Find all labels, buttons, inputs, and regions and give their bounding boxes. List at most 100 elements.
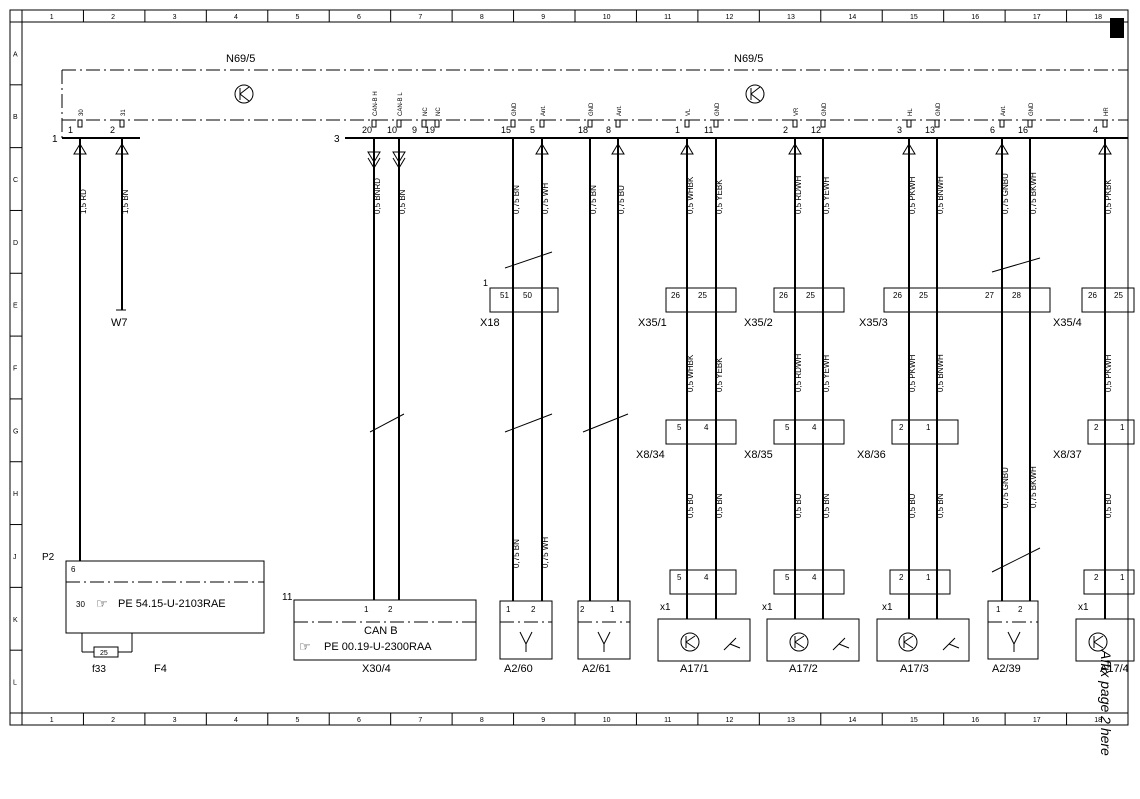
pin-terminal bbox=[587, 119, 593, 128]
column-number: 10 bbox=[603, 717, 611, 724]
a2-61-component bbox=[577, 600, 631, 660]
lower-connector-1-pin-4: 4 bbox=[704, 573, 709, 582]
wire-label: 0,75 WH bbox=[541, 183, 550, 214]
row-letter: C bbox=[13, 177, 18, 184]
pin-terminal bbox=[934, 119, 940, 128]
wire-label: 0,5 BN bbox=[715, 493, 724, 518]
module-label-right: N69/5 bbox=[734, 53, 763, 65]
fuse-value: 25 bbox=[100, 650, 108, 657]
pin-terminal bbox=[906, 119, 912, 128]
column-number: 8 bbox=[480, 717, 484, 724]
column-number: 9 bbox=[541, 717, 545, 724]
wire-label: 1,5 RD bbox=[79, 189, 88, 214]
x18-pin-51: 51 bbox=[500, 291, 509, 300]
wire-label: 0,5 WHBK bbox=[686, 176, 695, 214]
x30-4-ref-num: 11 bbox=[282, 592, 293, 603]
column-number: 6 bbox=[357, 717, 361, 724]
pin-terminal bbox=[999, 119, 1005, 128]
transistor-icon bbox=[745, 84, 765, 104]
pin-function-label: GND bbox=[715, 102, 721, 116]
module-housing bbox=[61, 69, 1128, 139]
row-letter: B bbox=[13, 114, 18, 121]
pin-terminal bbox=[1102, 119, 1108, 128]
x18-ref: 1 bbox=[483, 278, 488, 288]
pin-function-label: HR bbox=[1104, 107, 1110, 116]
lower-connector-1-pin-5: 5 bbox=[677, 573, 682, 582]
signal-arrow bbox=[902, 143, 916, 155]
column-number: 18 bbox=[1094, 717, 1102, 724]
x35-2-pin-26: 26 bbox=[779, 291, 788, 300]
signal-arrow bbox=[995, 143, 1009, 155]
x8-34-label: X8/34 bbox=[636, 449, 665, 461]
pin-function-label: VR bbox=[794, 107, 800, 116]
module-label-left: N69/5 bbox=[226, 53, 255, 65]
row-letter: J bbox=[13, 554, 17, 561]
signal-arrow bbox=[611, 143, 625, 155]
shield-mark bbox=[991, 547, 1041, 573]
pin-function-label: GND bbox=[936, 102, 942, 116]
x30-4-component bbox=[293, 599, 477, 661]
row-letter: K bbox=[13, 617, 18, 624]
shield-mark bbox=[504, 413, 553, 433]
wire-label: 0,75 BN bbox=[589, 185, 598, 214]
x35-3-label: X35/3 bbox=[859, 317, 888, 329]
x18-pin-50: 50 bbox=[523, 291, 532, 300]
pin-function-label: CAN-B L bbox=[398, 92, 404, 116]
column-number: 5 bbox=[296, 14, 300, 21]
wire-label: 0,5 BN bbox=[936, 493, 945, 518]
wire-label: 0,5 YEWH bbox=[822, 177, 831, 214]
pin-terminal bbox=[684, 119, 690, 128]
pin-number: 8 bbox=[606, 125, 611, 135]
column-number: 16 bbox=[971, 717, 979, 724]
pin-number: 3 bbox=[897, 125, 902, 135]
p2-pin-30: 30 bbox=[76, 600, 85, 609]
shield-mark bbox=[369, 413, 405, 433]
x35-4-pin-25: 25 bbox=[1114, 291, 1123, 300]
pin-number: 2 bbox=[110, 125, 115, 135]
a2-39-pin-2: 2 bbox=[1018, 605, 1023, 614]
pin-terminal bbox=[371, 119, 377, 128]
row-letter: F bbox=[13, 366, 17, 373]
x18-label: X18 bbox=[480, 317, 500, 329]
transistor-icon bbox=[234, 84, 254, 104]
affix-note-text: Affix page 2 here bbox=[1098, 650, 1114, 756]
pin-terminal bbox=[510, 119, 516, 128]
pin-terminal bbox=[615, 119, 621, 128]
a17-2-component bbox=[766, 618, 860, 662]
pin-function-label: HL bbox=[908, 108, 914, 116]
x8-37-label: X8/37 bbox=[1053, 449, 1082, 461]
column-number: 14 bbox=[849, 14, 857, 21]
a2-39-label: A2/39 bbox=[992, 663, 1021, 675]
lower-connector-2-pin-4: 4 bbox=[812, 573, 817, 582]
lower-connector-4 bbox=[1083, 569, 1135, 595]
wire-label: 0,5 YEBK bbox=[715, 357, 724, 392]
pin-number: 10 bbox=[387, 125, 397, 135]
column-number: 2 bbox=[111, 717, 115, 724]
wire-label: 0,5 BNWH bbox=[936, 176, 945, 214]
x8-35-label: X8/35 bbox=[744, 449, 773, 461]
row-letter: E bbox=[13, 303, 18, 310]
x8-34-pin-5: 5 bbox=[677, 423, 682, 432]
wires bbox=[73, 138, 1112, 619]
x8-36-connector bbox=[891, 419, 959, 445]
wire-label: 0,5 RDWH bbox=[794, 176, 803, 214]
column-number: 13 bbox=[787, 14, 795, 21]
column-number: 9 bbox=[541, 14, 545, 21]
column-number: 15 bbox=[910, 14, 918, 21]
wire-label: 0,5 BNRD bbox=[373, 178, 382, 214]
a2-60-component bbox=[499, 600, 553, 660]
signal-arrow bbox=[115, 143, 129, 155]
wire-label: 0,5 BU bbox=[908, 493, 917, 518]
x35-3-pin-25: 25 bbox=[919, 291, 928, 300]
x18-connector bbox=[489, 287, 559, 313]
signal-arrow bbox=[1098, 143, 1112, 155]
x8-36-pin-1: 1 bbox=[926, 423, 931, 432]
wire-label: 0,5 YEWH bbox=[822, 355, 831, 392]
wire-label: 0,75 BKWH bbox=[1029, 172, 1038, 214]
pin-function-label: Ant. bbox=[1001, 105, 1007, 116]
pin-function-label: GND bbox=[822, 102, 828, 116]
wire-label: 0,5 PKWH bbox=[908, 176, 917, 214]
a17-2-label: A17/2 bbox=[789, 663, 818, 675]
